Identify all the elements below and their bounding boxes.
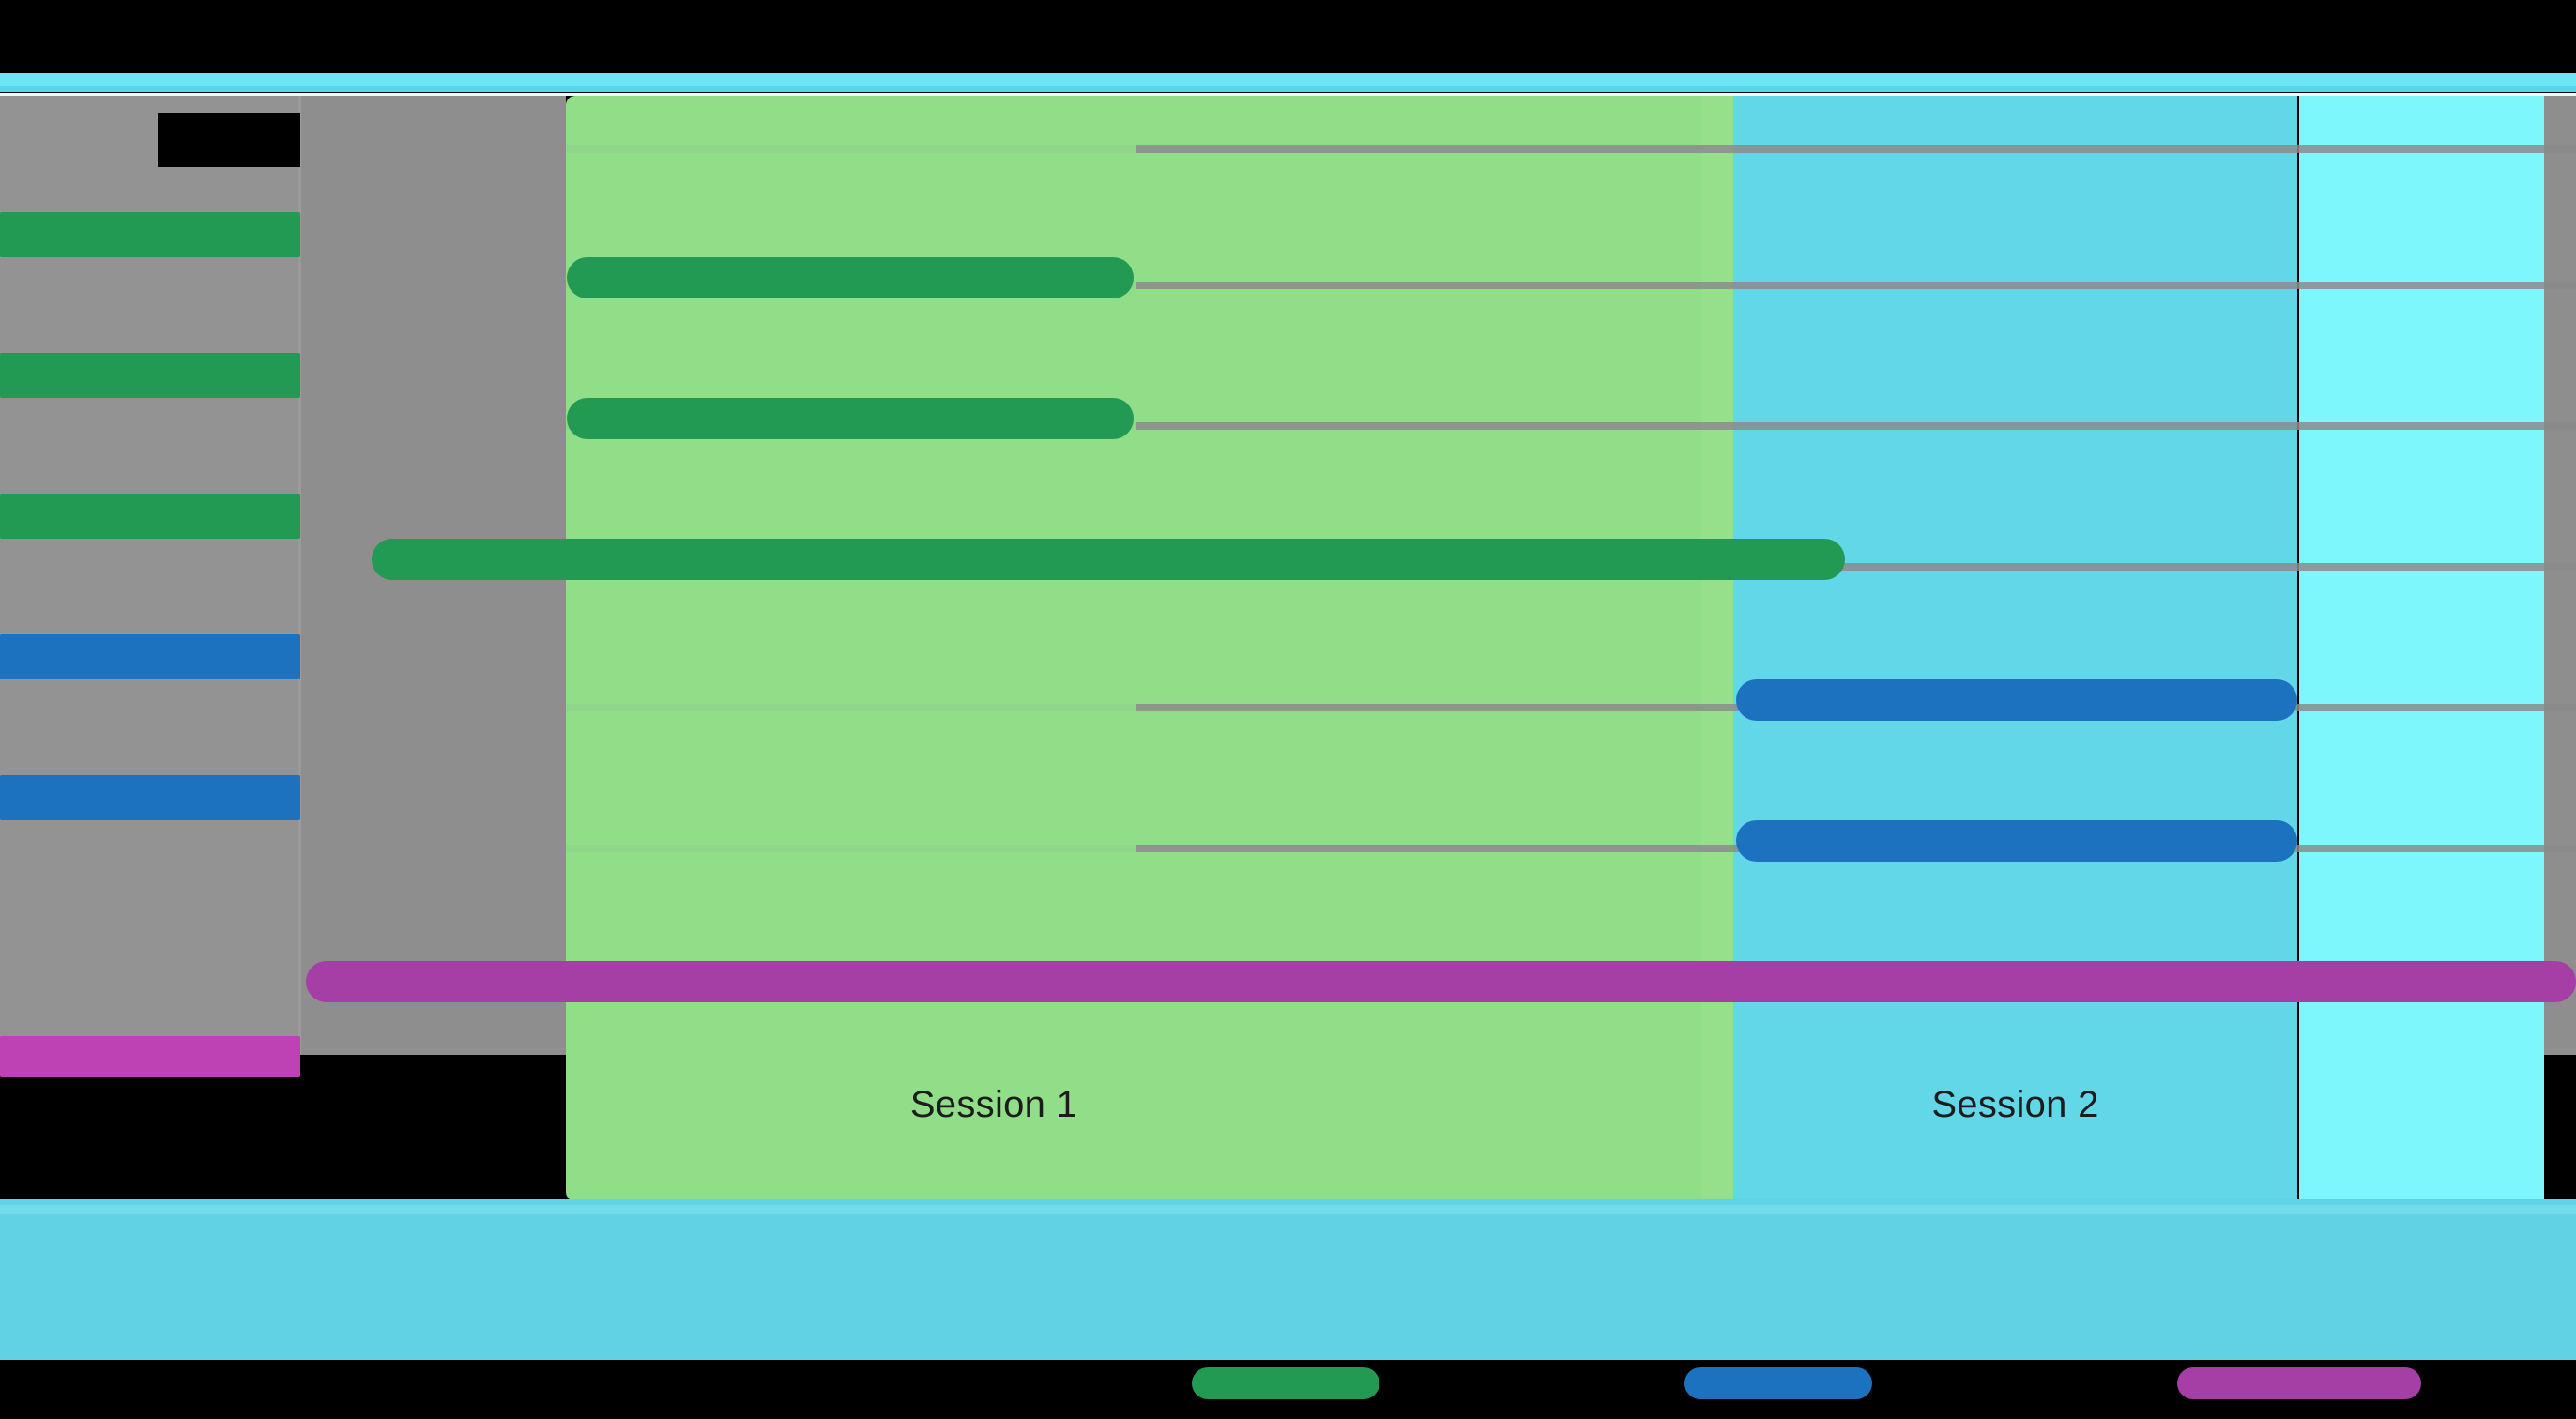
- footer-rail-top: [0, 1199, 2576, 1205]
- bar-blue-2[interactable]: [1736, 820, 2297, 862]
- row-label-redaction-6: [0, 1036, 300, 1077]
- row-label-redaction-4: [0, 634, 300, 679]
- session-band-3: [2299, 96, 2544, 1201]
- gridline-faint-0: [566, 145, 1136, 153]
- footer-rail-mid: [0, 1205, 2576, 1214]
- legend: [0, 1360, 2576, 1419]
- gutter-divider: [298, 96, 301, 1055]
- legend-swatch-magenta[interactable]: [2177, 1367, 2421, 1399]
- right-gutter: [2544, 96, 2576, 1055]
- gridline-2: [1136, 422, 2576, 430]
- gridline-0: [1136, 145, 2576, 153]
- session-label-2: Session 2: [1931, 1084, 2099, 1125]
- gridline-1: [1136, 282, 2576, 289]
- gridline-3: [1136, 563, 2576, 571]
- bar-green-1[interactable]: [567, 257, 1134, 298]
- row-label-redaction-2: [0, 353, 300, 398]
- gridline-faint-5: [566, 845, 1136, 852]
- bar-green-2[interactable]: [567, 398, 1134, 439]
- gridline-faint-4: [566, 704, 1136, 711]
- row-label-redaction-1: [0, 212, 300, 257]
- bar-magenta-1[interactable]: [306, 961, 2576, 1002]
- top-hairline: [0, 93, 2576, 96]
- row-label-redaction-3: [0, 494, 300, 539]
- legend-swatch-green[interactable]: [1192, 1367, 1379, 1399]
- chart-title-redaction-top: [158, 113, 300, 148]
- session-band-2: [1733, 96, 2297, 1201]
- top-rail-primary: [0, 73, 2576, 86]
- bar-blue-1[interactable]: [1736, 679, 2297, 721]
- bar-green-3[interactable]: [372, 539, 1845, 580]
- legend-swatch-blue[interactable]: [1684, 1367, 1872, 1399]
- session-label-1: Session 1: [909, 1084, 1078, 1125]
- row-label-redaction-5: [0, 775, 300, 820]
- footer-band: [0, 1214, 2576, 1360]
- top-rail-secondary: [0, 86, 2576, 92]
- plot-area: Session 1 Session 2: [0, 96, 2576, 1201]
